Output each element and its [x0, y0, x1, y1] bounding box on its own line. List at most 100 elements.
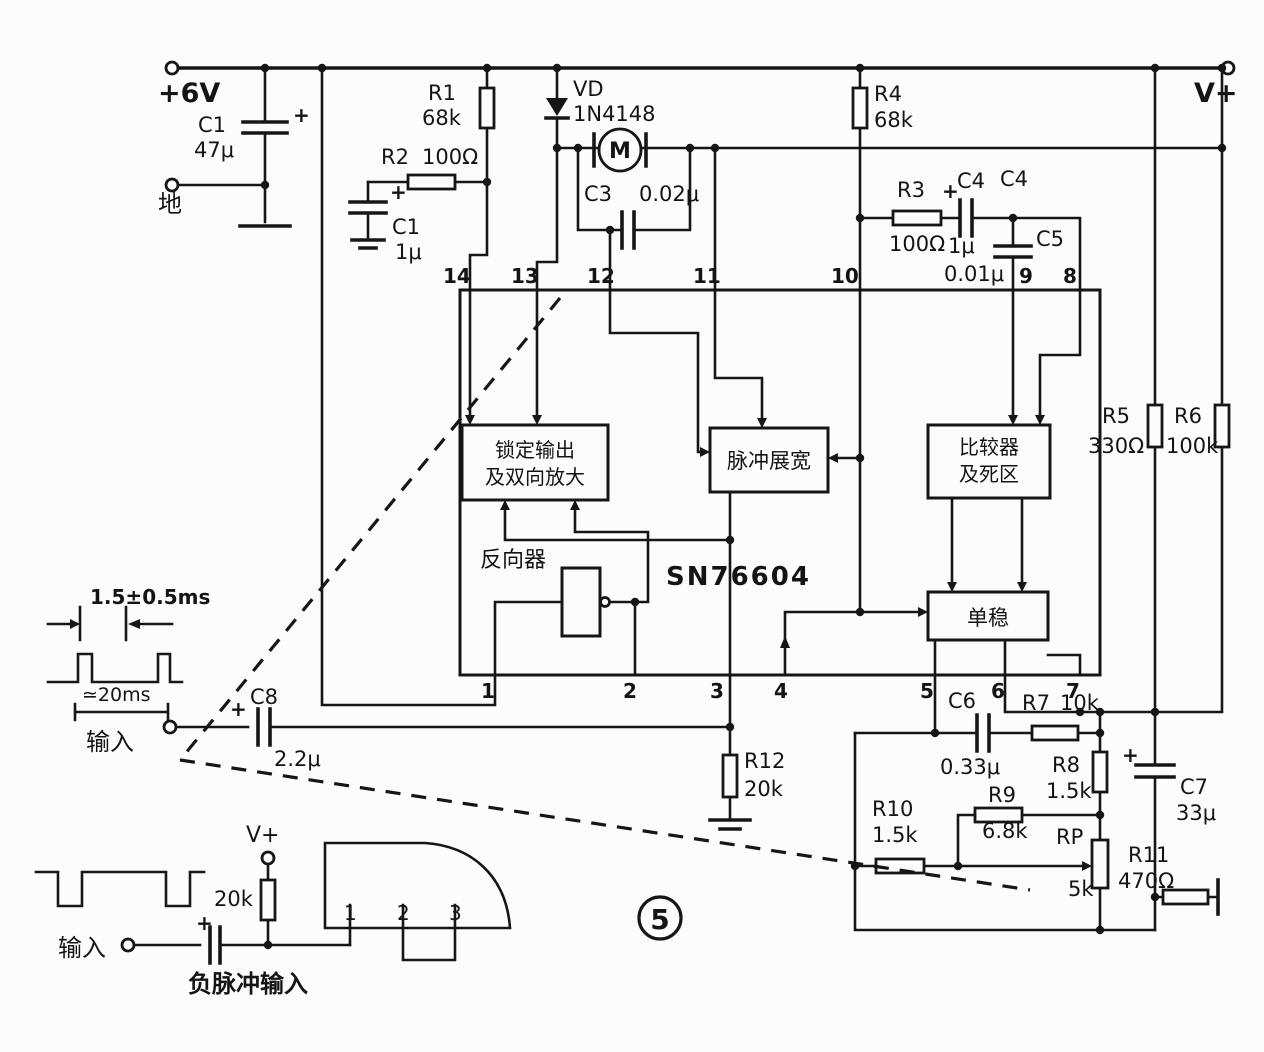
c3-value: 0.02μ	[639, 182, 699, 206]
labels: +6V 地 V+ C1 47μ + R2 100Ω C1 1μ + R1 68k…	[58, 77, 1238, 998]
r12-value: 20k	[744, 777, 784, 801]
block-pulse-stretch	[708, 426, 830, 494]
pin-3: 3	[710, 679, 724, 703]
motor-brushes	[592, 132, 648, 168]
r7-resistor	[1030, 724, 1080, 742]
c7-value: 33μ	[1176, 801, 1216, 825]
r12-ground	[708, 818, 752, 831]
r7-name: R7	[1022, 691, 1050, 715]
pin13-wire	[535, 146, 559, 292]
r1-name: R1	[428, 81, 456, 105]
r13-value: 20k	[214, 887, 254, 911]
pin-14: 14	[443, 264, 471, 288]
block-monostable	[926, 590, 1050, 642]
period-label: ≃20ms	[82, 684, 151, 706]
r2-c1-filter	[348, 173, 489, 250]
c1-47u-branch	[164, 66, 292, 228]
c3-name: C3	[584, 182, 612, 206]
input1-branch	[162, 673, 752, 831]
r4-name: R4	[874, 82, 902, 106]
block-lock-line1: 锁定输出	[495, 438, 575, 462]
r11-resistor	[1161, 888, 1210, 906]
r8-name: R8	[1052, 753, 1080, 777]
motor-label: M	[609, 139, 631, 164]
pkg-pin-3: 3	[449, 901, 462, 925]
inverter-symbol	[560, 566, 602, 638]
r12-resistor	[721, 753, 739, 799]
c4-name: C4	[957, 169, 985, 193]
supply-label: +6V	[158, 78, 220, 109]
block-pulse-stretch-label: 脉冲展宽	[727, 449, 811, 473]
vplus2-label: V+	[246, 823, 279, 848]
c7-name: C7	[1180, 775, 1208, 799]
r1-value: 68k	[422, 106, 462, 130]
r3-name: R3	[897, 178, 925, 202]
r7-value: 10k	[1060, 691, 1100, 715]
ic-outline	[458, 288, 1102, 677]
power-rail	[164, 60, 1236, 76]
vd-value: 1N4148	[573, 102, 656, 126]
r5-name: R5	[1102, 404, 1130, 428]
r9-value: 6.8k	[982, 819, 1028, 843]
r3-resistor	[891, 209, 943, 227]
ic-sn76604	[458, 146, 1102, 677]
r4-r3-c4-c5-branch	[851, 66, 1082, 292]
input2-branch	[34, 841, 512, 965]
r5-resistor	[1146, 403, 1164, 449]
pin-13: 13	[511, 264, 539, 288]
figure-number-badge: 5	[637, 895, 683, 941]
c7-capacitor	[1134, 763, 1176, 779]
c5-value: 0.01μ	[944, 262, 1004, 286]
r9-name: R9	[988, 783, 1016, 807]
pin-4: 4	[774, 679, 788, 703]
r1-branch	[468, 66, 496, 292]
vplus2-terminal	[260, 850, 276, 866]
neg-pulse-label: 负脉冲输入	[188, 970, 308, 998]
r10-value: 1.5k	[872, 823, 918, 847]
block-comp-line2: 及死区	[959, 462, 1019, 486]
ground-bar-small	[350, 238, 386, 250]
c8-name: C8	[250, 685, 278, 709]
r4-resistor	[851, 86, 869, 130]
c1b-name: C1	[392, 215, 420, 239]
pin1-supply-wire	[320, 66, 497, 707]
input1-terminal	[162, 719, 178, 735]
c5-capacitor	[993, 244, 1033, 259]
vd-diode	[546, 98, 568, 116]
r9-resistor	[973, 806, 1024, 824]
package-outline	[323, 841, 512, 930]
rp-potentiometer	[1090, 838, 1110, 890]
supply-terminal	[164, 60, 180, 76]
r4-value: 68k	[874, 108, 914, 132]
r8-resistor	[1091, 750, 1109, 794]
pin-5: 5	[920, 679, 934, 703]
r2-resistor	[406, 173, 457, 191]
r2-name: R2	[381, 145, 409, 169]
ic-part-number: SN76604	[666, 562, 811, 592]
signal-arrows	[465, 415, 1045, 648]
input2-terminal	[120, 937, 136, 953]
input-waveform-sketch	[46, 605, 184, 722]
feedback-network	[853, 673, 1157, 932]
c4-capacitor	[958, 198, 974, 238]
block-comp-line1: 比较器	[959, 435, 1019, 459]
r5-value: 330Ω	[1088, 434, 1144, 458]
rp-wiper-arrow	[1082, 861, 1092, 871]
r13-resistor	[259, 878, 277, 922]
pin-1: 1	[481, 679, 495, 703]
pkg-pin-1: 1	[344, 901, 357, 925]
pin-10: 10	[831, 264, 859, 288]
r8-value: 1.5k	[1046, 779, 1092, 803]
junction-dots	[260, 63, 1227, 950]
input1-label: 输入	[86, 728, 134, 756]
c4-plus-sign: +	[942, 179, 959, 203]
c6-value: 0.33μ	[940, 755, 1000, 779]
c1b-value: 1μ	[395, 240, 422, 264]
pin-8: 8	[1063, 264, 1077, 288]
ground-label: 地	[158, 190, 182, 218]
inverter-bubble	[599, 596, 611, 608]
r3-value: 100Ω	[889, 232, 945, 256]
motor-symbol	[597, 127, 643, 173]
pulse-width-label: 1.5±0.5ms	[90, 585, 210, 609]
